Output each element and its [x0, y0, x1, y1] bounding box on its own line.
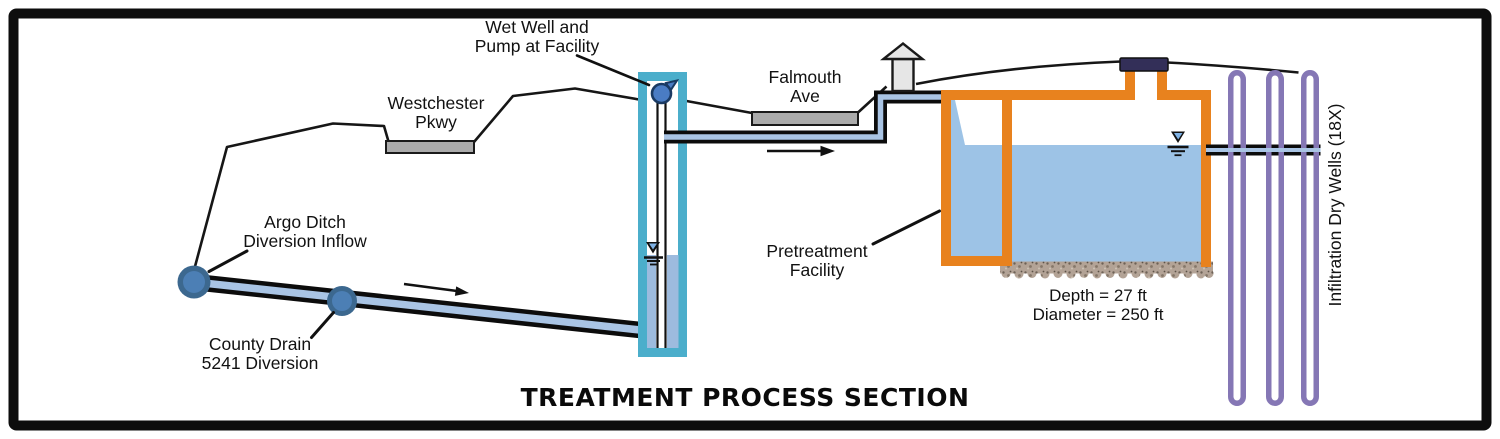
- inflow-cascade: [951, 100, 965, 145]
- dry-well-1: [1228, 70, 1246, 406]
- leader-county: [310, 311, 335, 339]
- pretreatment-facility-label: Pretreatment Facility: [766, 241, 868, 281]
- force-main-pipe: [664, 90, 946, 144]
- county-drain-label: County Drain 5241 Diversion: [201, 334, 319, 374]
- westchester-pkwy-label: Westchester Pkwy: [387, 93, 485, 133]
- diversion-pipe: [193, 273, 655, 340]
- leader-lines: [207, 54, 941, 339]
- falmouth-road: [751, 111, 859, 126]
- pump-icon: [650, 78, 680, 105]
- dry-well-3: [1301, 70, 1319, 406]
- tank-water-small-chamber: [951, 145, 1002, 257]
- infiltration-dry-wells: [1228, 70, 1319, 406]
- gravel-bed: [1000, 261, 1214, 279]
- pretreatment-tank: [941, 57, 1214, 279]
- county-drain-node: [327, 286, 357, 316]
- water-level-symbol-tank: [1167, 131, 1189, 157]
- argo-inflow-node: [177, 265, 211, 299]
- leader-argo: [207, 249, 249, 273]
- tank-diameter-label: Diameter = 250 ft: [1032, 305, 1164, 324]
- westchester-road: [385, 140, 475, 154]
- vent-icon: [880, 41, 926, 93]
- border-frame: [8, 8, 1492, 431]
- wet-well: [638, 72, 687, 357]
- falmouth-ave-label: Falmouth Ave: [768, 67, 842, 107]
- flow-arrow-force-main: [767, 145, 835, 157]
- dry-well-2: [1266, 70, 1284, 406]
- tank-water-main-chamber: [1012, 145, 1201, 262]
- flow-arrow-diversion: [403, 282, 469, 296]
- water-level-symbol-well: [644, 242, 663, 266]
- leader-wet-well: [575, 54, 651, 87]
- wet-well-label: Wet Well and Pump at Facility: [474, 17, 600, 57]
- tank-walls: [941, 64, 1211, 267]
- roads: [385, 111, 859, 154]
- leader-pretreatment: [871, 209, 941, 246]
- riser-cap: [1119, 57, 1169, 72]
- infiltration-dry-wells-label: Infiltration Dry Wells (18X): [1325, 103, 1345, 307]
- diagram-title: TREATMENT PROCESS SECTION: [520, 383, 970, 412]
- tank-depth-label: Depth = 27 ft: [1049, 286, 1147, 305]
- argo-ditch-label: Argo Ditch Diversion Inflow: [243, 212, 367, 252]
- ground-profile: [193, 60, 1299, 267]
